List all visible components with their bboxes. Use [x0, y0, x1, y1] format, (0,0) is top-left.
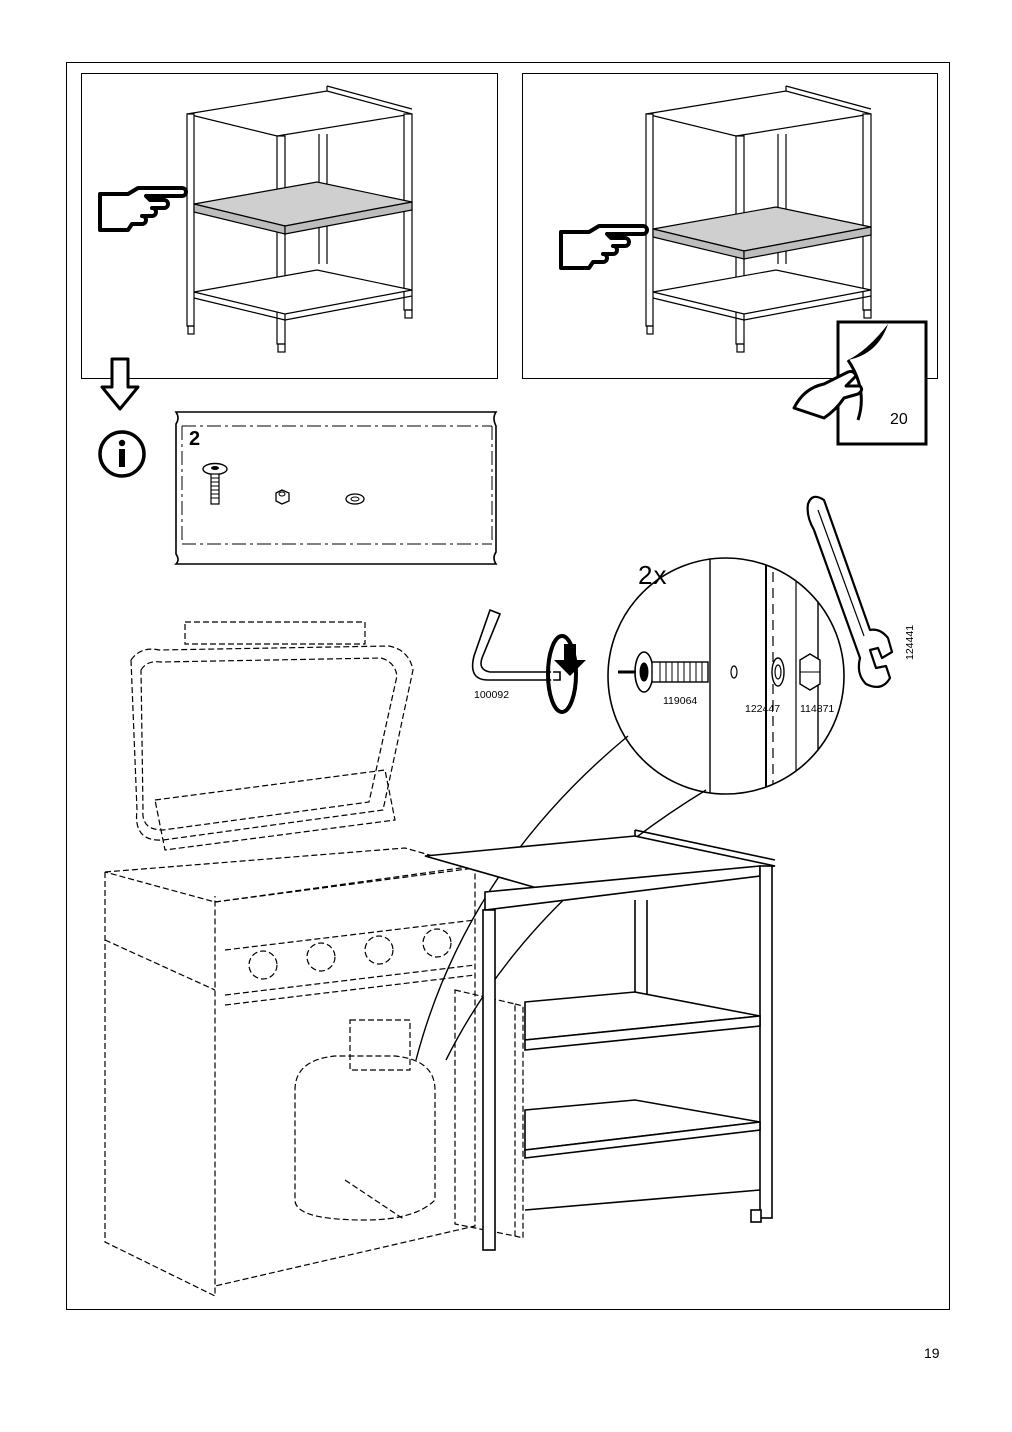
step-frame	[66, 62, 950, 1310]
wrench-icon	[806, 495, 894, 689]
bolt-part-number: 119064	[663, 695, 698, 707]
nut-part-number: 114871	[800, 703, 835, 715]
wrench-part-number: 124441	[904, 624, 916, 660]
page-number: 19	[924, 1345, 940, 1361]
shelf-position-option-a	[81, 73, 498, 379]
rotate-clockwise-icon	[546, 634, 586, 714]
washer-part-number: 122447	[745, 703, 781, 715]
hex-key-icon	[471, 608, 561, 681]
quantity-label: 2x	[638, 560, 668, 590]
washer-icon	[345, 493, 365, 505]
detail-magnifier	[607, 557, 845, 795]
bag-count-label: 2	[189, 428, 201, 450]
shelf-unit-illustration	[186, 85, 413, 353]
shelf-unit-illustration	[645, 85, 872, 353]
nut-icon	[275, 489, 290, 505]
pointing-hand-icon	[559, 224, 649, 270]
hex-key-part-number: 100092	[474, 689, 510, 701]
barbecue-assembly-illustration	[104, 621, 776, 1297]
info-icon	[98, 430, 146, 478]
bolt-icon	[202, 462, 228, 505]
see-page-number: 20	[890, 411, 908, 428]
arrow-down-icon	[100, 357, 140, 411]
hardware-bag	[174, 411, 498, 565]
pointing-hand-icon	[98, 186, 188, 232]
detail-callout-lines	[415, 735, 707, 1061]
page-turn-icon	[792, 320, 928, 446]
